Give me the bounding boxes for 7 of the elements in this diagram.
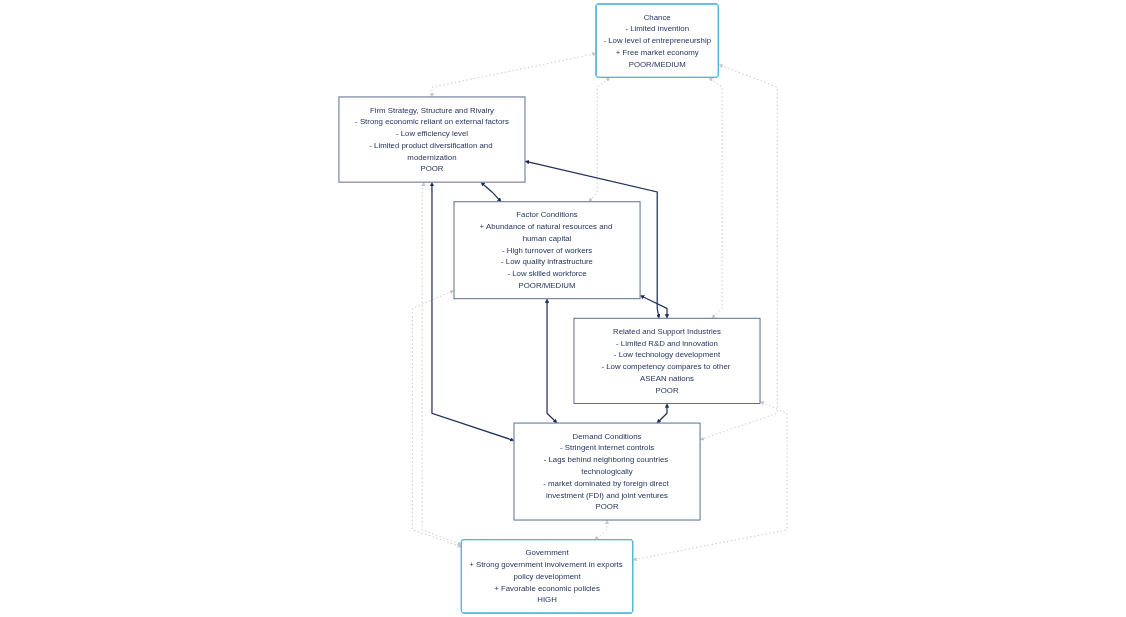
arrow <box>656 403 670 424</box>
arrow <box>429 182 515 442</box>
arrow <box>480 182 502 202</box>
arrow <box>640 295 670 319</box>
arrow <box>525 160 661 319</box>
arrow <box>544 298 558 424</box>
arrow <box>594 520 610 541</box>
